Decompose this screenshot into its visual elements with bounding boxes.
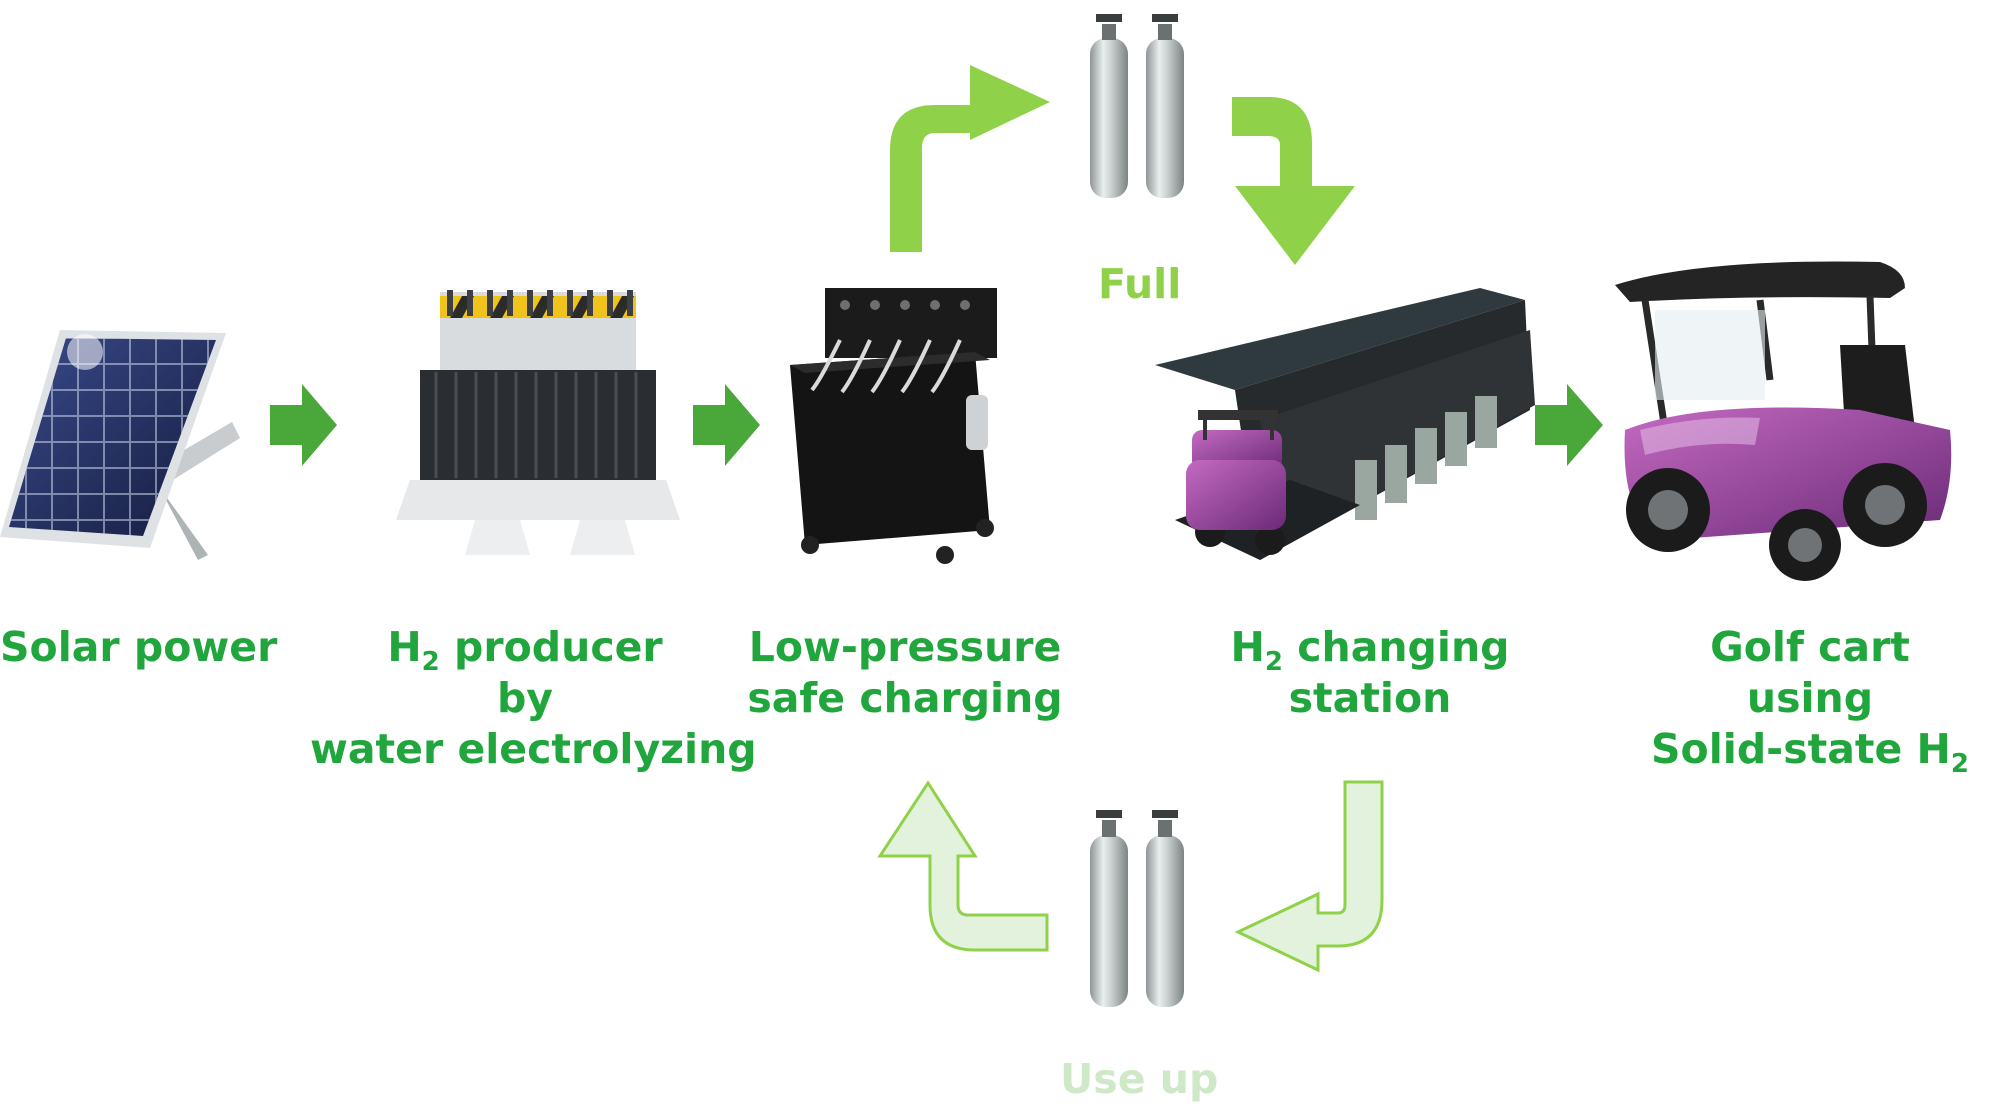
label-solar-power: Solar power: [0, 623, 278, 671]
arrow-station-to-useup: [1234, 780, 1384, 973]
electrolyzer-icon: [396, 290, 680, 555]
label-h2-producer: H2 producer by water electrolyzing: [310, 623, 757, 773]
label-low-pressure-charging: Low-pressure safe charging: [747, 623, 1063, 722]
full-cylinders-icon: [1090, 14, 1184, 198]
empty-cylinders-icon: [1090, 810, 1184, 1007]
arrow-producer-to-charging: [693, 384, 760, 466]
status-use-up: Use up: [1060, 1055, 1219, 1103]
arrow-charging-to-full: [890, 65, 1050, 252]
arrow-station-to-cart: [1535, 384, 1603, 466]
status-full: Full: [1098, 260, 1182, 308]
label-h2-changing-station: H2 changing station: [1230, 623, 1510, 722]
changing-station-icon: [1155, 288, 1535, 560]
label-golf-cart: Golf cart using Solid-state H2: [1651, 623, 1969, 779]
arrow-solar-to-producer: [270, 384, 337, 466]
arrow-useup-to-charging: [877, 780, 1049, 952]
golf-cart-icon: [1615, 261, 1952, 581]
charging-cabinet-icon: [790, 288, 997, 564]
solar-panel-icon: [0, 330, 240, 560]
arrow-full-to-station: [1232, 97, 1355, 265]
